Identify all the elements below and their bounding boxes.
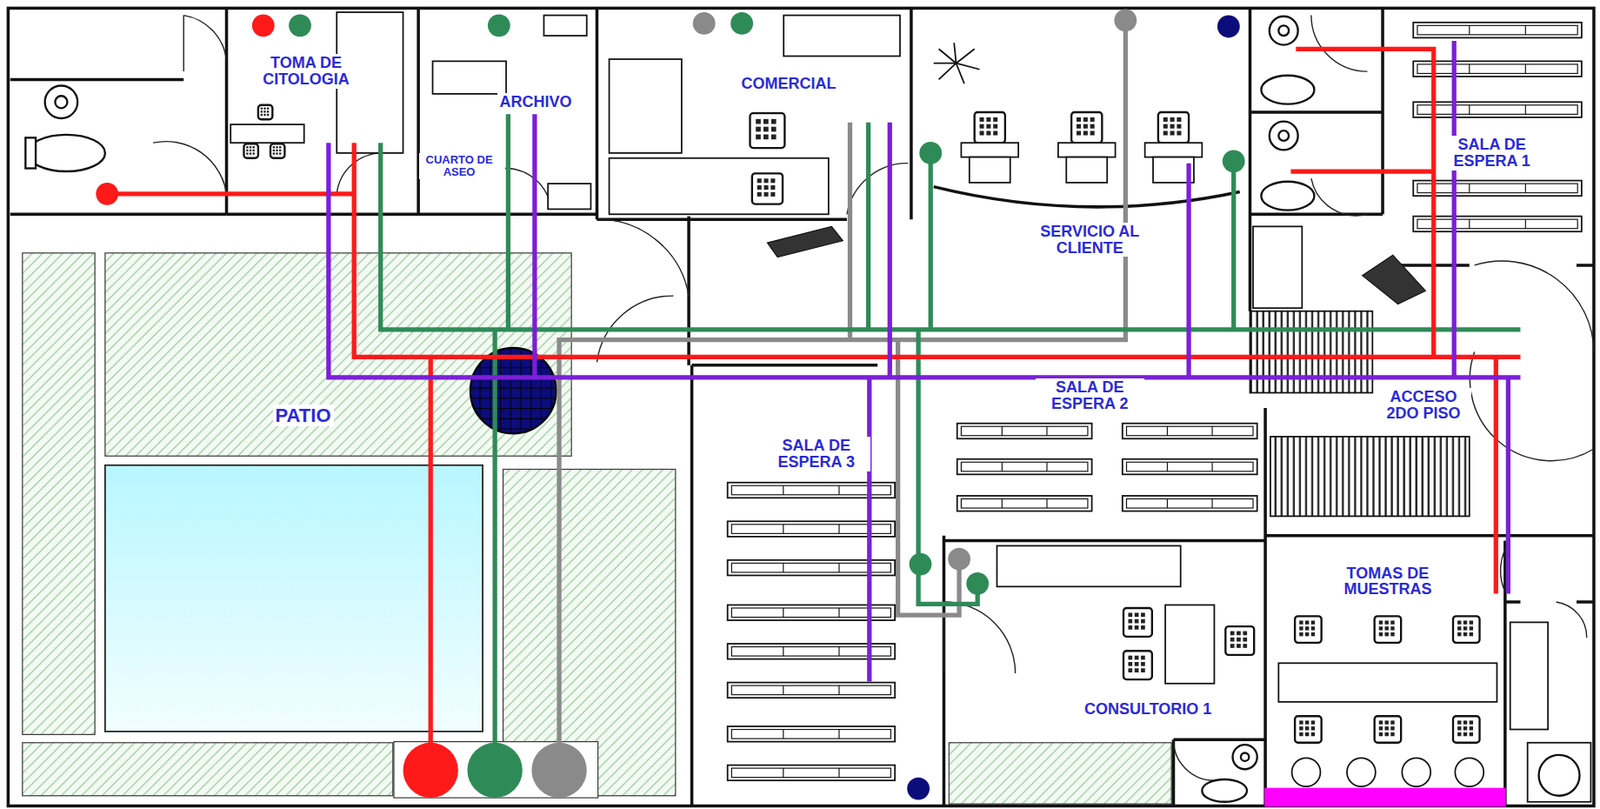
chair [1158, 112, 1189, 143]
room-label: SALA DE ESPERA 3 [761, 436, 871, 472]
chair [1071, 112, 1102, 143]
purple-pipe [328, 40, 1521, 681]
stairs [1250, 226, 1470, 516]
bench [1122, 495, 1258, 512]
room-name: SERVICIO AL CLIENTE [1022, 222, 1158, 258]
bench [1413, 22, 1582, 39]
bench [1413, 101, 1582, 118]
sanitary [25, 16, 1580, 802]
terminal-box [393, 741, 599, 799]
room-name: SALA DE ESPERA 2 [1035, 378, 1145, 414]
room-name: CUARTO DE ASEO [419, 153, 500, 179]
chair [1453, 715, 1480, 742]
service-counter [933, 186, 1240, 207]
room-label: COMERCIAL [739, 74, 840, 94]
chair [1225, 626, 1254, 655]
room-name: TOMA DE CITOLOGIA [249, 53, 363, 89]
room-label: SALA DE ESPERA 1 [1440, 135, 1545, 171]
room-label: CONSULTORIO 1 [1081, 700, 1214, 719]
room-label: SERVICIO AL CLIENTE [1022, 222, 1158, 258]
outlet-dots [95, 9, 1245, 800]
room-name: COMERCIAL [739, 74, 840, 94]
chair [1123, 650, 1153, 680]
bench [727, 726, 895, 742]
bench [1413, 60, 1582, 77]
chair [750, 113, 786, 148]
room-name: PATIO [273, 404, 334, 427]
bench [957, 423, 1093, 440]
room-name: SALA DE ESPERA 3 [761, 436, 871, 472]
room-name: ARCHIVO [497, 93, 575, 112]
bench [727, 682, 895, 699]
chair [1374, 615, 1402, 642]
room-name: CONSULTORIO 1 [1081, 700, 1214, 719]
room-label: ARCHIVO [497, 93, 575, 112]
chair [974, 112, 1006, 143]
chair [1374, 715, 1402, 742]
room-label: TOMA DE CITOLOGIA [249, 53, 363, 89]
room-name: ACCESO 2DO PISO [1375, 387, 1472, 423]
room-label: TOMAS DE MUESTRAS [1328, 564, 1447, 600]
bench [1413, 180, 1582, 197]
room-label: ACCESO 2DO PISO [1375, 387, 1472, 423]
red-pipe [106, 48, 1520, 770]
bench [1122, 423, 1258, 440]
room-label: CUARTO DE ASEO [419, 153, 500, 180]
seating [243, 22, 1581, 787]
green-pipe [380, 113, 1521, 770]
manhole [470, 347, 557, 434]
chair [1453, 615, 1480, 642]
bench [957, 459, 1093, 475]
room-label: PATIO [273, 404, 334, 427]
bench [957, 495, 1093, 512]
furniture [230, 12, 1591, 806]
chair [270, 143, 285, 158]
pool [105, 465, 483, 732]
chair [1294, 715, 1322, 742]
pipes [106, 20, 1520, 770]
bench [1413, 216, 1582, 233]
bench [727, 765, 895, 781]
room-label: SALA DE ESPERA 2 [1035, 378, 1145, 414]
chair [1123, 607, 1153, 637]
chair [1294, 615, 1322, 642]
chair [752, 173, 783, 204]
room-name: TOMAS DE MUESTRAS [1328, 564, 1447, 600]
grass-areas [22, 253, 1172, 804]
chair [243, 143, 258, 158]
walls [7, 7, 1594, 806]
chair [258, 105, 273, 120]
room-name: SALA DE ESPERA 1 [1440, 135, 1545, 171]
plant [933, 42, 980, 84]
bench [1122, 459, 1258, 475]
